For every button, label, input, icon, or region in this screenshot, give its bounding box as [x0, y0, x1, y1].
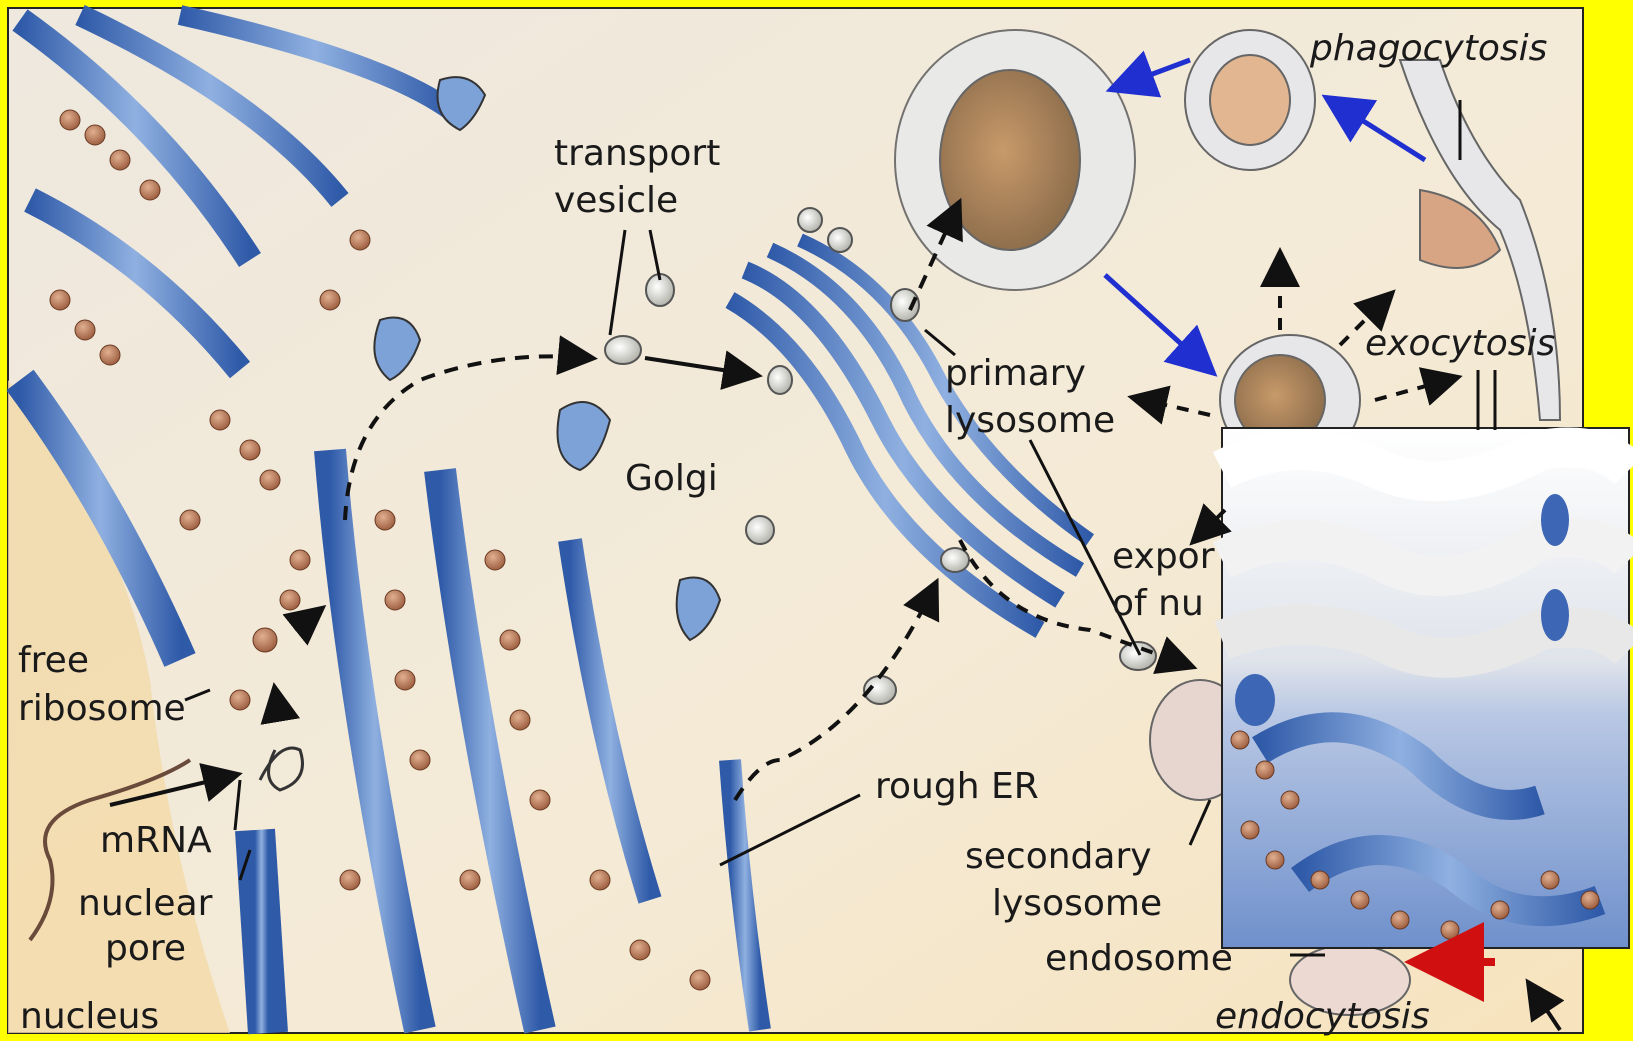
- label-free-ribosome-line2: ribosome: [18, 688, 186, 729]
- label-exocytosis: exocytosis: [1365, 323, 1555, 364]
- label-rough-er: rough ER: [875, 766, 1039, 807]
- label-export-line1: expor: [1112, 536, 1215, 577]
- label-export-line2: of nu: [1112, 583, 1204, 624]
- label-mrna: mRNA: [100, 820, 212, 861]
- label-transport-vesicle-line1: transport: [554, 133, 720, 174]
- label-endosome: endosome: [1045, 938, 1233, 979]
- label-free-ribosome-line1: free: [18, 640, 89, 681]
- label-golgi: Golgi: [625, 458, 718, 499]
- er-inset-panel: [1222, 428, 1629, 948]
- label-transport-vesicle-line2: vesicle: [554, 180, 678, 221]
- label-nuclear-pore-line2: pore: [105, 928, 186, 969]
- label-endocytosis: endocytosis: [1215, 996, 1430, 1037]
- label-nuclear-pore-line1: nuclear: [78, 883, 213, 924]
- label-phagocytosis: phagocytosis: [1309, 28, 1547, 69]
- label-primary-lysosome-line2: lysosome: [945, 400, 1115, 441]
- label-nucleus: nucleus: [20, 996, 159, 1037]
- label-secondary-lysosome-line2: lysosome: [992, 883, 1162, 924]
- label-primary-lysosome-line1: primary: [945, 353, 1086, 394]
- label-secondary-lysosome-line1: secondary: [965, 836, 1152, 877]
